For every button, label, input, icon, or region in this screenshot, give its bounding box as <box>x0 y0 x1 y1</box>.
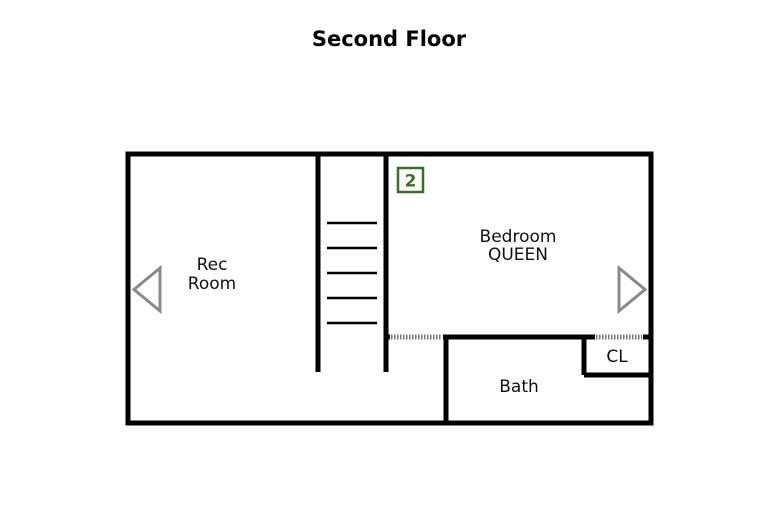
bath-label: Bath <box>499 377 539 397</box>
bedroom-number: 2 <box>405 172 417 192</box>
floor-title: Second Floor <box>312 27 467 51</box>
rec-room-label-line2: Room <box>188 274 236 294</box>
staircase-icon <box>327 221 377 325</box>
bedroom-label-line1: Bedroom <box>480 227 557 247</box>
rec-room-label-line1: Rec <box>197 255 228 275</box>
outer-wall <box>125 151 654 426</box>
bedroom-number-badge <box>396 166 425 194</box>
right-triangle-arrow-icon[interactable] <box>617 264 648 315</box>
bedroom-label-line2: QUEEN <box>488 245 548 265</box>
left-triangle-arrow-icon[interactable] <box>131 264 162 315</box>
closet-label: CL <box>606 347 628 367</box>
